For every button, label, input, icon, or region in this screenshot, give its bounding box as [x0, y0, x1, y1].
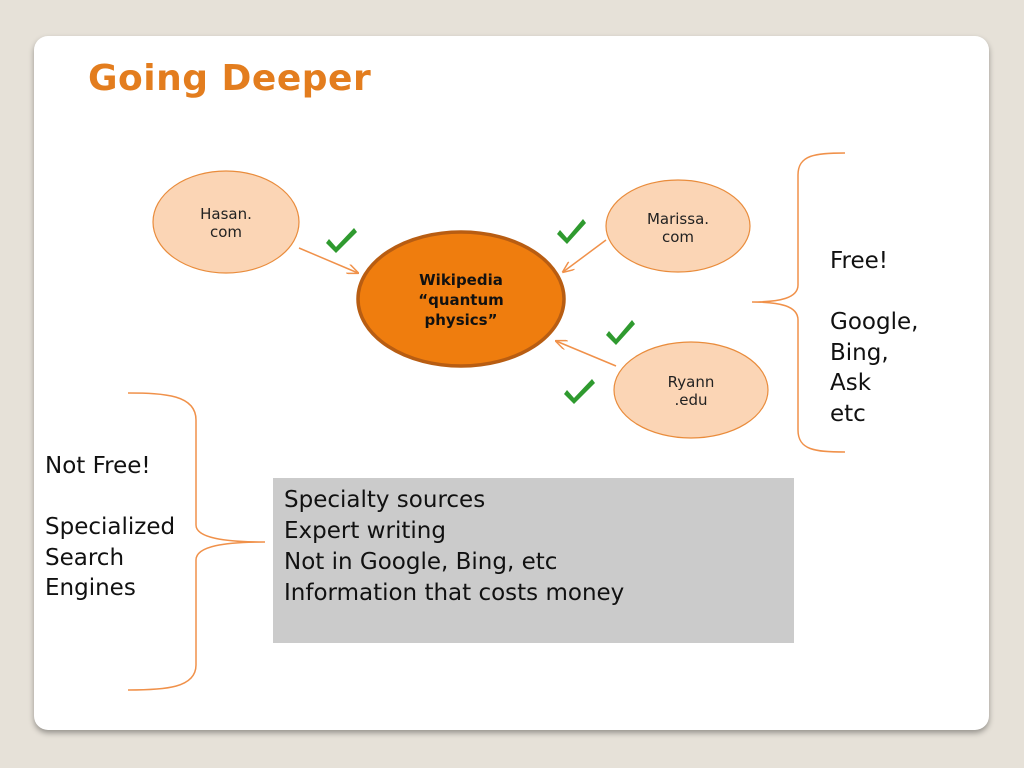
- specialty-line: Not in Google, Bing, etc: [284, 549, 558, 575]
- check-mark-icon: [326, 228, 357, 253]
- arrow-hasan-to-center: [298, 247, 358, 273]
- brace-free: [751, 152, 846, 453]
- brace-not-free: [127, 392, 266, 691]
- specialty-line: Expert writing: [284, 518, 446, 544]
- check-mark-icon: [557, 219, 586, 244]
- source-label-ryann: Ryann .edu: [667, 373, 715, 409]
- center-node-wikipedia: [356, 230, 566, 368]
- check-mark-icon: [606, 320, 635, 345]
- source-label-hasan: Hasan. com: [200, 205, 252, 241]
- source-node-hasan: [152, 170, 300, 274]
- specialty-sources-box: Specialty sources Expert writing Not in …: [273, 478, 794, 643]
- slide-title: Going Deeper: [88, 58, 372, 99]
- source-node-ryann: [613, 341, 769, 439]
- source-label-marissa: Marissa. com: [646, 210, 710, 246]
- specialty-line: Information that costs money: [284, 580, 625, 606]
- arrow-ryann-to-center: [556, 341, 617, 367]
- not-free-group-text: Not Free! Specialized Search Engines: [45, 453, 176, 601]
- source-node-marissa: [605, 179, 751, 273]
- free-group-text: Free! Google, Bing, Ask etc: [830, 248, 919, 427]
- check-mark-icon: [564, 379, 595, 404]
- arrow-marissa-to-center: [563, 239, 607, 272]
- center-label-wikipedia: Wikipedia “quantum physics”: [418, 271, 504, 329]
- specialty-line: Specialty sources: [284, 487, 486, 513]
